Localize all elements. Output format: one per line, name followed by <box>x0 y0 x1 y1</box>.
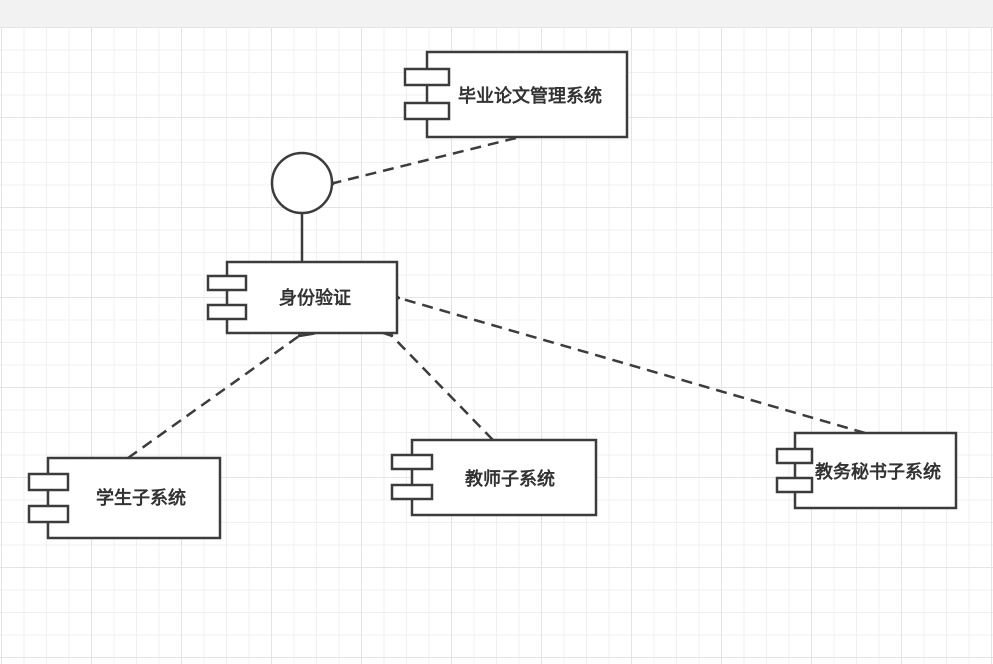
component-teacher[interactable]: 教师子系统 <box>390 438 598 517</box>
component-body <box>46 456 222 540</box>
component-label: 教师子系统 <box>465 468 555 490</box>
component-port-icon <box>403 101 451 121</box>
dependency-student-to-auth[interactable] <box>127 336 299 460</box>
component-port-icon <box>206 303 248 321</box>
top-toolbar-strip <box>0 0 993 27</box>
component-label: 身份验证 <box>279 287 351 309</box>
component-secretary[interactable]: 教务秘书子系统 <box>775 431 958 510</box>
component-port-icon <box>390 453 434 471</box>
component-body <box>410 438 598 517</box>
connections <box>127 136 866 460</box>
component-port-icon <box>27 504 70 524</box>
component-body <box>425 50 629 139</box>
provided-interface-circle[interactable] <box>270 151 334 215</box>
component-label: 学生子系统 <box>96 487 186 509</box>
component-label: 教务秘书子系统 <box>815 461 941 483</box>
component-body <box>225 260 399 335</box>
component-body <box>793 431 958 510</box>
component-thesis[interactable]: 毕业论文管理系统 <box>403 50 629 139</box>
component-port-icon <box>775 447 814 465</box>
dependency-secretary-to-auth[interactable] <box>399 298 866 435</box>
dependency-thesis-to-interface[interactable] <box>334 136 517 183</box>
component-port-icon <box>206 274 248 292</box>
component-student[interactable]: 学生子系统 <box>27 456 222 540</box>
component-label: 毕业论文管理系统 <box>458 85 602 107</box>
dependency-teacher-to-auth[interactable] <box>392 336 494 441</box>
component-auth[interactable]: 身份验证 <box>206 260 399 335</box>
component-port-icon <box>403 67 451 87</box>
component-port-icon <box>27 472 70 492</box>
component-port-icon <box>775 476 814 494</box>
component-port-icon <box>390 483 434 501</box>
